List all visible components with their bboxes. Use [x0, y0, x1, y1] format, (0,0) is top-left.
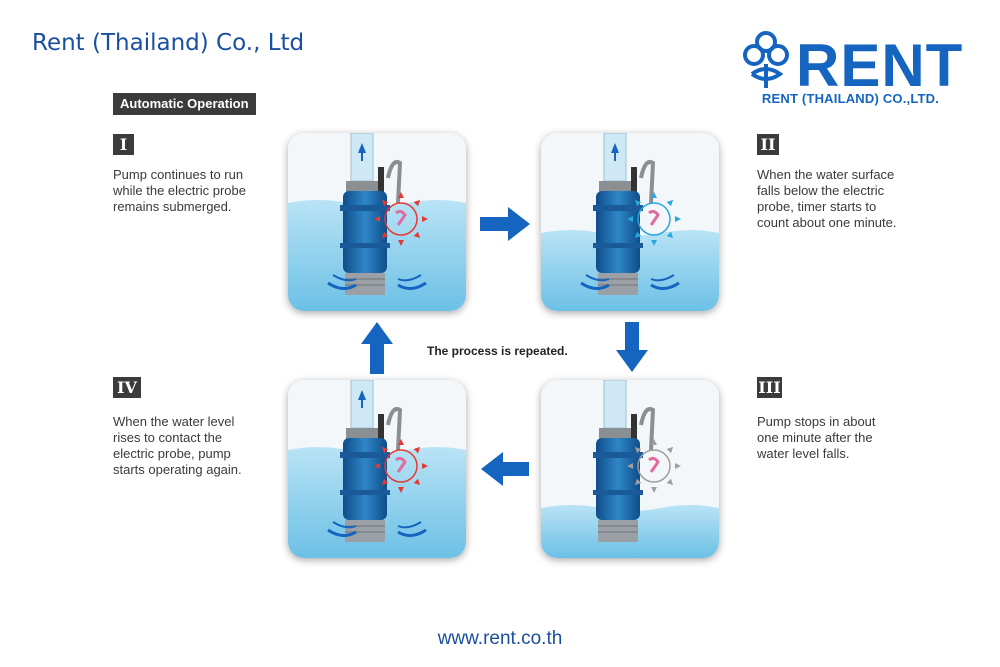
company-name: Rent (Thailand) Co., Ltd [32, 30, 305, 56]
arrow-left [481, 452, 529, 486]
step-1-numeral: I [113, 134, 134, 155]
step-3-numeral: III [757, 377, 782, 398]
arrow-right [480, 207, 530, 241]
arrow-up [361, 322, 393, 374]
step-4-numeral: IV [113, 377, 141, 398]
arrow-down [616, 322, 648, 372]
step-1-illustration [288, 133, 466, 311]
step-4-illustration [288, 380, 466, 558]
rent-logo: RENT [743, 31, 963, 99]
svg-text:RENT: RENT [796, 32, 963, 99]
step-3-illustration [541, 380, 719, 558]
logo-subtitle: RENT (THAILAND) CO.,LTD. [761, 91, 940, 106]
footer-url: www.rent.co.th [437, 628, 563, 649]
step-2-illustration [541, 133, 719, 311]
cycle-label: The process is repeated. [427, 344, 568, 358]
step-2-numeral: II [757, 134, 779, 155]
section-label: Automatic Operation [113, 93, 256, 115]
